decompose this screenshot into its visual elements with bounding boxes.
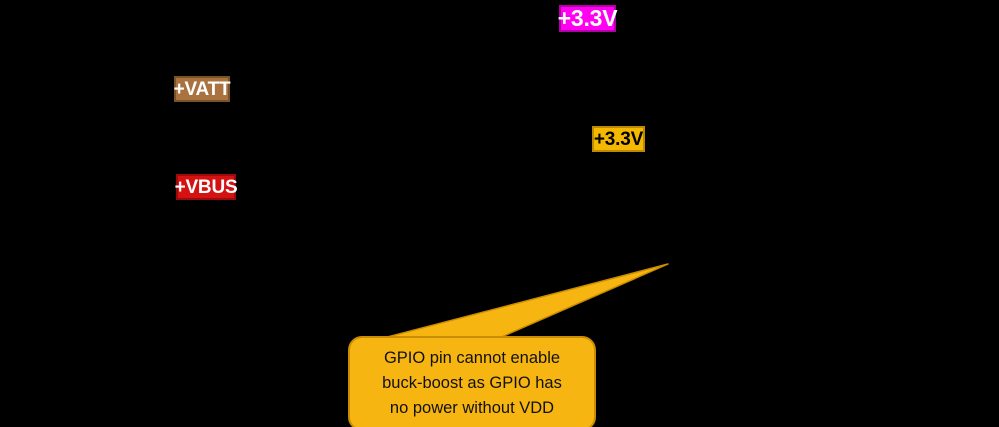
callout-line-3: no power without VDD (389, 399, 555, 417)
callout-box[interactable]: GPIO pin cannot enable buck-boost as GPI… (348, 336, 596, 427)
net-label-text: +VATT (173, 78, 231, 100)
net-label-text: +VBUS (174, 176, 238, 198)
net-label-3v3-magenta[interactable]: +3.3V (557, 5, 618, 32)
net-label-vbus[interactable]: +VBUS (174, 174, 238, 200)
net-label-text: +3.3V (593, 128, 644, 150)
net-label-3v3-amber[interactable]: +3.3V (592, 126, 645, 152)
callout-line-2: buck-boost as GPIO has (382, 374, 562, 392)
net-label-text: +3.3V (557, 5, 618, 31)
net-label-vatt[interactable]: +VATT (173, 76, 231, 102)
callout-line-1: GPIO pin cannot enable (383, 349, 561, 367)
